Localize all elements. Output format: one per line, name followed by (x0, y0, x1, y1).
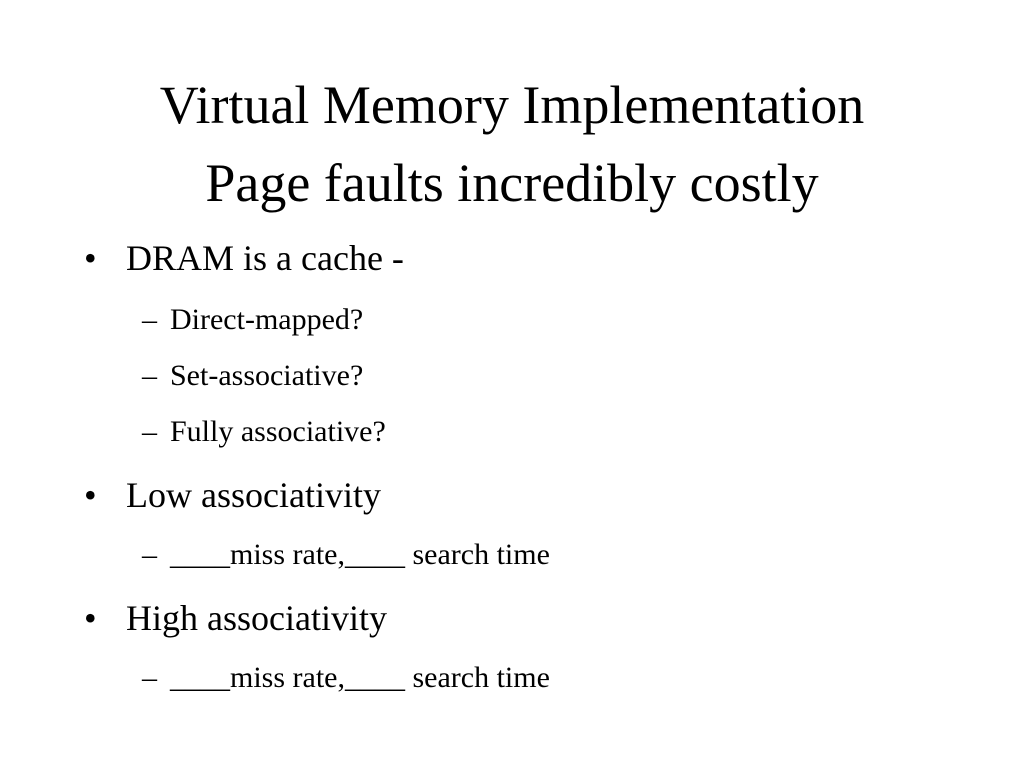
sub-bullet-text: Direct-mapped? (170, 303, 364, 336)
sub-bullet-marker: – (142, 303, 157, 336)
sub-bullet-marker: – (142, 415, 157, 448)
bullet-text: Low associativity (126, 475, 381, 515)
bullet-marker: • (84, 238, 97, 278)
bullet-text: DRAM is a cache - (126, 238, 404, 278)
sub-bullet-marker: – (142, 661, 157, 694)
bullet-item: • Low associativity (84, 473, 684, 517)
sub-bullet-marker: – (142, 359, 157, 392)
sub-bullet-text: ____miss rate,____ search time (170, 661, 550, 694)
sub-bullet-item: – ____miss rate,____ search time (142, 536, 842, 574)
sub-bullet-item: – ____miss rate,____ search time (142, 659, 842, 697)
bullet-marker: • (84, 475, 97, 515)
sub-bullet-text: ____miss rate,____ search time (170, 538, 550, 571)
bullet-text: High associativity (126, 598, 387, 638)
sub-bullet-marker: – (142, 538, 157, 571)
bullet-marker: • (84, 598, 97, 638)
sub-bullet-text: Set-associative? (170, 359, 364, 392)
bullet-item: • High associativity (84, 596, 684, 640)
sub-bullet-item: – Set-associative? (142, 357, 742, 395)
sub-bullet-item: – Direct-mapped? (142, 301, 742, 339)
title-line-1: Virtual Memory Implementation (159, 75, 865, 135)
title-line-2: Page faults incredibly costly (205, 153, 819, 213)
sub-bullet-text: Fully associative? (170, 415, 386, 448)
slide-title: Virtual Memory Implementation Page fault… (0, 66, 1024, 222)
bullet-item: • DRAM is a cache - (84, 236, 684, 280)
sub-bullet-item: – Fully associative? (142, 413, 742, 451)
